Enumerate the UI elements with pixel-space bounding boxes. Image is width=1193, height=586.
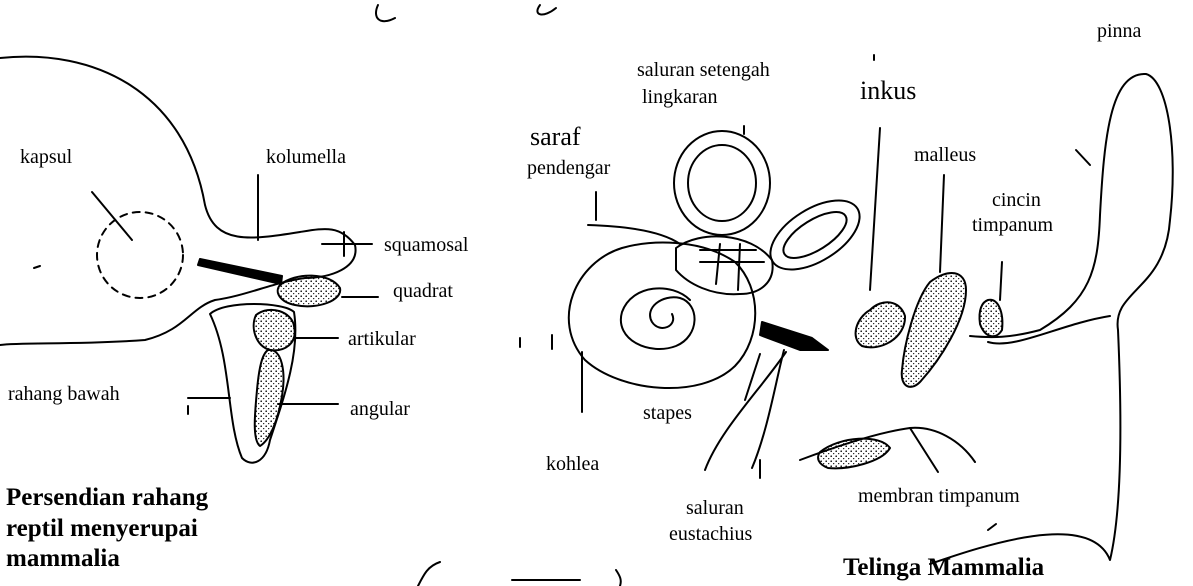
inkus-label: inkus bbox=[860, 76, 916, 106]
top-border-fragment bbox=[376, 5, 395, 21]
pendengar-label: pendengar bbox=[527, 157, 610, 180]
caption-line: Persendian rahang bbox=[6, 483, 208, 514]
membrane-lower bbox=[818, 439, 890, 469]
stray-mark bbox=[988, 524, 996, 530]
malleus-bone bbox=[902, 273, 966, 387]
ear-drawing bbox=[520, 55, 1173, 564]
stray-mark bbox=[34, 266, 40, 268]
angular-bone bbox=[255, 350, 284, 446]
incus-bone bbox=[856, 302, 905, 347]
ear-caption: Telinga Mammalia bbox=[843, 553, 1044, 584]
auditory-canal bbox=[988, 316, 1110, 344]
vestibule-grid bbox=[700, 244, 764, 290]
capsule-circle bbox=[97, 212, 183, 298]
eustachian-tube-outer bbox=[705, 352, 786, 470]
saluran-setengah-label: saluran setengah bbox=[637, 59, 770, 82]
tympanic-ring bbox=[979, 300, 1002, 336]
jaw-caption: Persendian rahang reptil menyerupai mamm… bbox=[6, 483, 208, 575]
stapes-pointer bbox=[745, 354, 760, 400]
semicircular-canal-side-inner bbox=[777, 203, 854, 267]
articular-bone bbox=[254, 310, 295, 350]
caption-line: mammalia bbox=[6, 544, 208, 575]
kapsul-label: kapsul bbox=[20, 146, 72, 169]
timpanum-label: timpanum bbox=[972, 214, 1053, 237]
nerve-line bbox=[588, 225, 680, 244]
kolumella-bone bbox=[198, 259, 282, 284]
squamosal-label: squamosal bbox=[384, 234, 468, 257]
pinna-label: pinna bbox=[1097, 20, 1141, 43]
cochlea-spiral bbox=[621, 288, 695, 349]
lingkaran-label: lingkaran bbox=[642, 86, 718, 109]
rahang-bawah-label: rahang bawah bbox=[8, 383, 120, 406]
malleus-pointer bbox=[940, 175, 944, 272]
kapsul-pointer bbox=[92, 192, 132, 240]
eustachian-tube-inner bbox=[752, 350, 784, 468]
kolumella-label: kolumella bbox=[266, 146, 346, 169]
stray-mark bbox=[1076, 150, 1090, 165]
quadrat-bone bbox=[278, 276, 341, 307]
cincin-pointer bbox=[1000, 262, 1002, 300]
inkus-pointer bbox=[870, 128, 880, 290]
bottom-fragment bbox=[418, 562, 440, 586]
kohlea-label: kohlea bbox=[546, 453, 599, 476]
eustachius-label: eustachius bbox=[669, 523, 752, 546]
stapes-label: stapes bbox=[643, 402, 692, 425]
artikular-label: artikular bbox=[348, 328, 416, 351]
stapes-bone bbox=[760, 322, 828, 350]
top-border-fragment bbox=[537, 5, 556, 14]
quadrat-label: quadrat bbox=[393, 280, 453, 303]
saraf-label: saraf bbox=[530, 122, 581, 152]
eardrum-line bbox=[910, 428, 938, 472]
membran-timpanum-label: membran timpanum bbox=[858, 485, 1020, 508]
semicircular-canal-upper-inner bbox=[688, 145, 756, 221]
angular-label: angular bbox=[350, 398, 410, 421]
semicircular-canal-side bbox=[759, 186, 871, 283]
cincin-label: cincin bbox=[992, 189, 1041, 212]
bottom-fragment bbox=[616, 570, 621, 586]
cochlea-outer bbox=[569, 243, 755, 388]
caption-line: reptil menyerupai bbox=[6, 514, 208, 545]
saluran-eustachius-label: saluran bbox=[686, 497, 744, 520]
malleus-label: malleus bbox=[914, 144, 976, 167]
